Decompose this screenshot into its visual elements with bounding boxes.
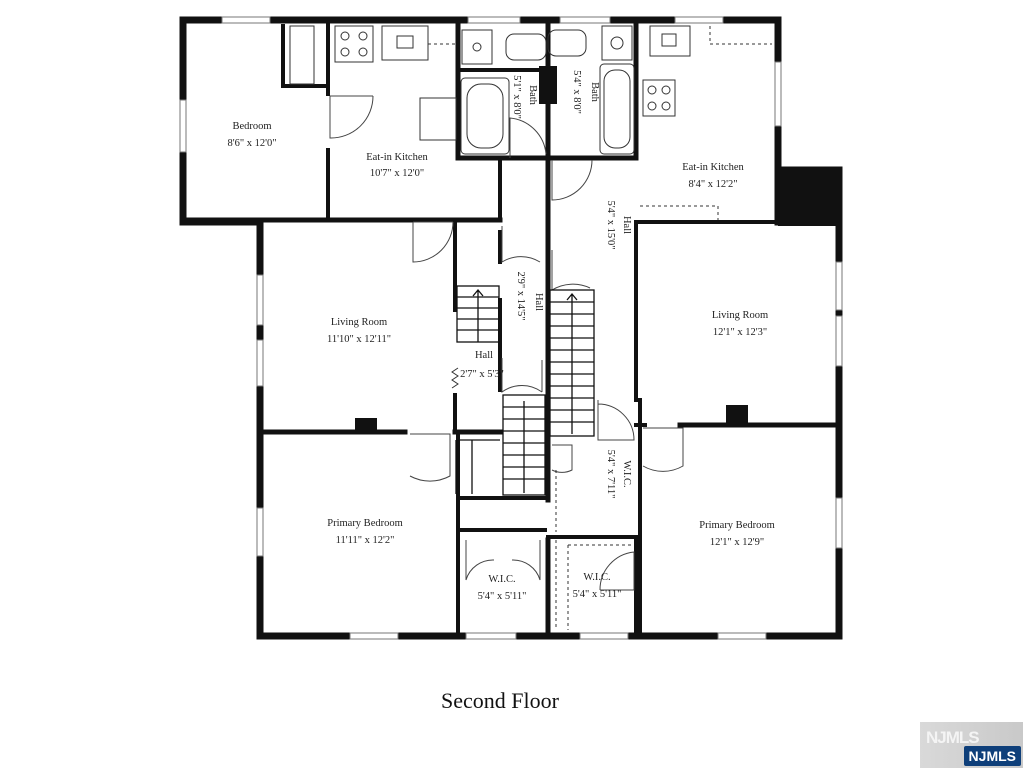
room-name-hall-small: Hall [475,350,493,361]
railing [455,439,500,494]
refrigerator [419,97,457,141]
room-dims-wic-center: 5'4" x 7'11" [605,450,616,499]
room-dims-living-right: 12'1" x 12'3" [713,327,767,338]
room-dims-kitchen-left: 10'7" x 12'0" [370,168,424,179]
room-name-hall-right: Hall [621,216,632,234]
room-name-bath-right: Bath [589,82,600,103]
bath-sink [461,29,493,65]
walls [179,16,843,640]
door-swing [409,433,451,482]
column-block [726,405,748,425]
column-block [355,418,377,434]
door-swing [329,95,374,139]
room-dims-bath-right: 5'4" x 8'0" [571,70,582,114]
room-name-living-left: Living Room [331,317,387,328]
window [256,274,264,326]
room-name-wic-center: W.I.C. [621,460,632,487]
window [835,315,843,367]
window [579,632,629,640]
watermark-ghost-text: NJMLS [926,728,980,747]
room-name-hall-left: Hall [533,293,544,311]
room-dims-primary-right: 12'1" x 12'9" [710,537,764,548]
room-dims-bedroom: 8'6" x 12'0" [227,138,276,149]
toilet [547,29,587,57]
door-swing [551,250,591,291]
bath-sink [601,25,633,61]
window [465,632,517,640]
room-dims-kitchen-right: 8'4" x 12'2" [688,179,737,190]
room-name-primary-right: Primary Bedroom [699,520,775,531]
room-dims-hall-left: 2'9" x 14'5" [515,271,526,320]
room-name-bath-left: Bath [527,85,538,106]
sink [381,25,429,61]
room-dims-hall-small: 2'7" x 5'3" [460,369,504,380]
door-swing [642,427,684,472]
floor-title: Second Floor [441,688,559,713]
room-labels: Bedroom 8'6" x 12'0" Eat-in Kitchen 10'7… [227,70,774,602]
room-name-kitchen-right: Eat-in Kitchen [682,162,744,173]
chimney-block [778,170,841,226]
column-block [539,66,557,104]
window [717,632,767,640]
window [349,632,399,640]
room-name-bedroom: Bedroom [232,121,271,132]
room-dims-wic-left: 5'4" x 5'11" [478,591,527,602]
room-name-primary-left: Primary Bedroom [327,518,403,529]
room-dims-living-left: 11'10" x 12'11" [327,334,391,345]
solid-blocks [355,66,841,434]
room-name-kitchen-left: Eat-in Kitchen [366,152,428,163]
bathtub [460,77,510,155]
door-swing [465,540,541,581]
closet-shelf [289,25,315,85]
door-swing [599,551,635,591]
door-swing [551,444,573,473]
window [179,99,187,153]
bathtub [599,63,635,155]
door-swing [412,221,454,263]
window [774,61,782,127]
window [256,507,264,557]
stove [334,25,374,63]
doors [329,95,684,591]
window [256,339,264,387]
watermark-badge: NJMLS [963,746,1021,766]
stair-center [549,289,595,437]
window [835,261,843,311]
stairs [455,285,595,496]
room-dims-hall-right: 5'4" x 15'0" [605,200,616,249]
radiator [451,367,459,389]
door-swing [551,159,593,201]
door-swing [501,226,541,263]
stove [642,79,676,117]
window [559,16,611,24]
windows [179,16,843,640]
room-dims-bath-left: 5'1" x 8'0" [511,75,522,119]
room-name-wic-left: W.I.C. [488,574,515,585]
fixtures [289,25,772,630]
window [467,16,521,24]
window [835,497,843,549]
door-swing [509,117,547,158]
door-swing [501,358,543,393]
room-dims-wic-right: 5'4" x 5'11" [573,589,622,600]
stair-left-lower [502,394,546,496]
door-swing [597,400,635,441]
window [221,16,271,24]
room-dims-primary-left: 11'11" x 12'2" [336,535,395,546]
window [674,16,724,24]
room-name-wic-right: W.I.C. [583,572,610,583]
room-name-living-right: Living Room [712,310,768,321]
sink [649,25,691,57]
watermark-logo: NJMLS NJMLS [920,722,1023,768]
toilet [505,33,547,61]
